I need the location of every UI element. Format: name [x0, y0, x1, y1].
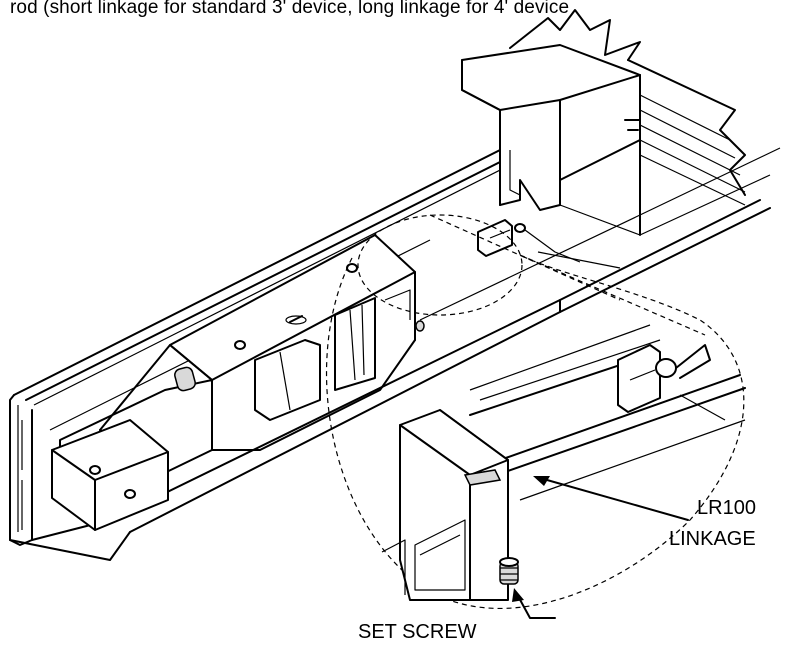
release-mechanism	[51, 234, 425, 531]
linkage-arrow-head	[533, 476, 550, 486]
detail-callout-outline	[325, 214, 745, 609]
set-screw-arrow-head	[512, 588, 524, 602]
leader-arrows	[512, 476, 689, 619]
set-screw-leader-line	[517, 595, 556, 619]
detail-view	[381, 324, 746, 601]
linkage-label-line2: LINKAGE	[669, 528, 756, 550]
caption-text: rod (short linkage for standard 3' devic…	[10, 0, 570, 18]
linkage-label-line1: LR100	[697, 497, 756, 519]
linkage-leader-line	[539, 477, 689, 521]
device-bracket	[461, 9, 771, 236]
linkage-clip-far	[477, 219, 621, 269]
set-screw-label: SET SCREW	[358, 621, 477, 643]
